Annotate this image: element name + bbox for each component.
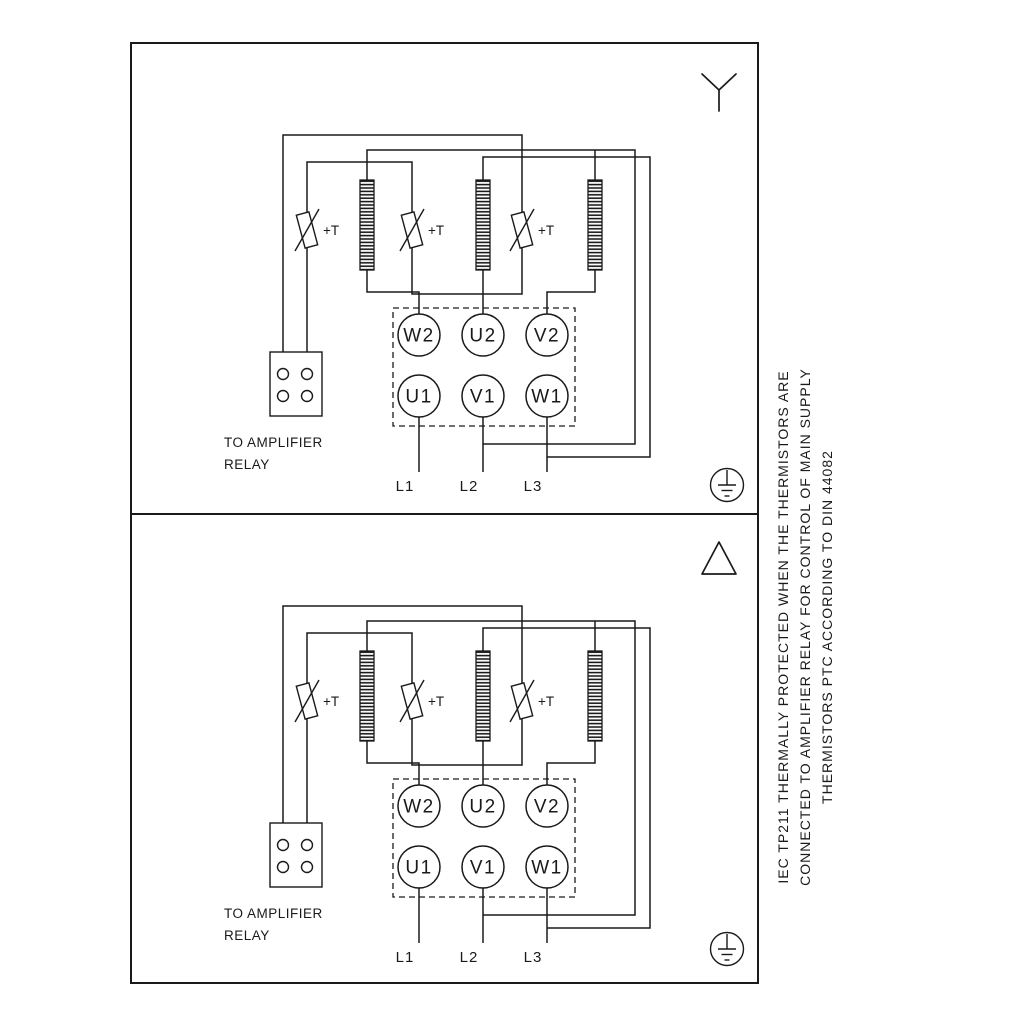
amplifier-relay-connector xyxy=(269,822,323,888)
terminal-v1: V1 xyxy=(461,845,505,889)
amplifier-note-line2: RELAY xyxy=(224,457,270,472)
terminal-v1: V1 xyxy=(461,374,505,418)
amplifier-relay-connector xyxy=(269,351,323,417)
supply-label-l2: L2 xyxy=(460,949,479,966)
star-connection-panel: +T +T +T W2 U2 xyxy=(132,44,757,515)
delta-connection-icon xyxy=(701,541,737,575)
winding-to-terminal-wire xyxy=(546,270,596,314)
winding-to-terminal-wire xyxy=(546,741,596,785)
terminal-board-outline xyxy=(392,307,576,427)
winding-coil xyxy=(587,179,603,271)
thermistor-label: +T xyxy=(323,223,339,238)
thermistor-symbol: +T xyxy=(509,679,554,723)
winding-to-terminal-wire xyxy=(366,270,420,314)
supply-label-l3: L3 xyxy=(524,949,543,966)
winding-to-terminal-wire xyxy=(366,741,420,785)
svg-text:U1: U1 xyxy=(405,858,432,879)
thermistor-loop-wire xyxy=(282,605,523,839)
terminal-board: W2 U2 V2 U1 V1 xyxy=(392,778,576,898)
amplifier-note-line2: RELAY xyxy=(224,928,270,943)
svg-text:V2: V2 xyxy=(534,326,560,347)
bridge-wire xyxy=(482,627,651,929)
motor-windings xyxy=(359,179,603,271)
terminal-w1: W1 xyxy=(525,845,569,889)
side-note-line-1: IEC TP211 THERMALLY PROTECTED WHEN THE T… xyxy=(775,370,791,884)
thermistor-link-wire xyxy=(411,247,523,295)
terminal-w2: W2 xyxy=(397,784,441,828)
thermistor-symbol: +T xyxy=(294,208,339,252)
supply-label-l3: L3 xyxy=(524,478,543,495)
svg-text:V1: V1 xyxy=(470,858,496,879)
thermistor-loop-wire xyxy=(282,134,523,368)
thermistor-link-wire xyxy=(306,161,413,213)
thermistor-label: +T xyxy=(323,694,339,709)
terminal-u1: U1 xyxy=(397,845,441,889)
ground-icon xyxy=(709,931,745,967)
svg-text:V2: V2 xyxy=(534,797,560,818)
terminal-board-outline xyxy=(392,778,576,898)
thermistor-label: +T xyxy=(428,223,444,238)
thermistor-symbol: +T xyxy=(509,208,554,252)
side-note-line-2: CONNECTED TO AMPLIFIER RELAY FOR CONTROL… xyxy=(797,368,813,886)
terminal-u2: U2 xyxy=(461,313,505,357)
winding-coil xyxy=(475,650,491,742)
terminal-u1: U1 xyxy=(397,374,441,418)
terminal-w2: W2 xyxy=(397,313,441,357)
thermistor-label: +T xyxy=(538,223,554,238)
amplifier-note-line1: TO AMPLIFIER xyxy=(224,906,323,921)
thermistor-label: +T xyxy=(428,694,444,709)
thermistor-symbol: +T xyxy=(399,208,444,252)
thermistor-symbol: +T xyxy=(294,679,339,723)
star-connection-icon xyxy=(701,73,737,112)
ground-icon xyxy=(709,467,745,503)
svg-text:W2: W2 xyxy=(403,326,435,347)
winding-coil xyxy=(475,179,491,271)
bridge-wire xyxy=(482,156,651,458)
thermistor-symbol: +T xyxy=(399,679,444,723)
terminal-u2: U2 xyxy=(461,784,505,828)
star-panel-drawing: +T +T +T W2 U2 xyxy=(224,73,745,503)
thermistor-link-wire xyxy=(306,632,413,684)
svg-text:U2: U2 xyxy=(469,326,496,347)
thermistor-link-wire xyxy=(411,718,523,766)
diagram-frame: +T +T +T W2 U2 xyxy=(130,42,759,984)
motor-windings xyxy=(359,650,603,742)
thermistor-label: +T xyxy=(538,694,554,709)
terminal-w1: W1 xyxy=(525,374,569,418)
amplifier-note-line1: TO AMPLIFIER xyxy=(224,435,323,450)
terminal-v2: V2 xyxy=(525,313,569,357)
svg-text:W1: W1 xyxy=(531,858,563,879)
bridge-wire xyxy=(366,620,636,916)
terminal-board: W2 U2 V2 U1 V1 xyxy=(392,307,576,427)
svg-text:U1: U1 xyxy=(405,387,432,408)
terminal-v2: V2 xyxy=(525,784,569,828)
svg-text:U2: U2 xyxy=(469,797,496,818)
svg-text:V1: V1 xyxy=(470,387,496,408)
svg-text:W1: W1 xyxy=(531,387,563,408)
winding-coil xyxy=(359,650,375,742)
wiring-lines xyxy=(282,605,651,943)
supply-label-l1: L1 xyxy=(396,949,415,966)
winding-coil xyxy=(587,650,603,742)
bridge-wire xyxy=(366,149,636,445)
side-note-line-3: THERMISTORS PTC ACCORDING TO DIN 44082 xyxy=(819,450,835,804)
supply-label-l1: L1 xyxy=(396,478,415,495)
delta-connection-panel: +T +T +T W2 U2 xyxy=(132,515,757,982)
supply-label-l2: L2 xyxy=(460,478,479,495)
delta-panel-drawing: +T +T +T W2 U2 xyxy=(224,541,745,967)
side-note: IEC TP211 THERMALLY PROTECTED WHEN THE T… xyxy=(772,327,838,927)
winding-coil xyxy=(359,179,375,271)
svg-text:W2: W2 xyxy=(403,797,435,818)
